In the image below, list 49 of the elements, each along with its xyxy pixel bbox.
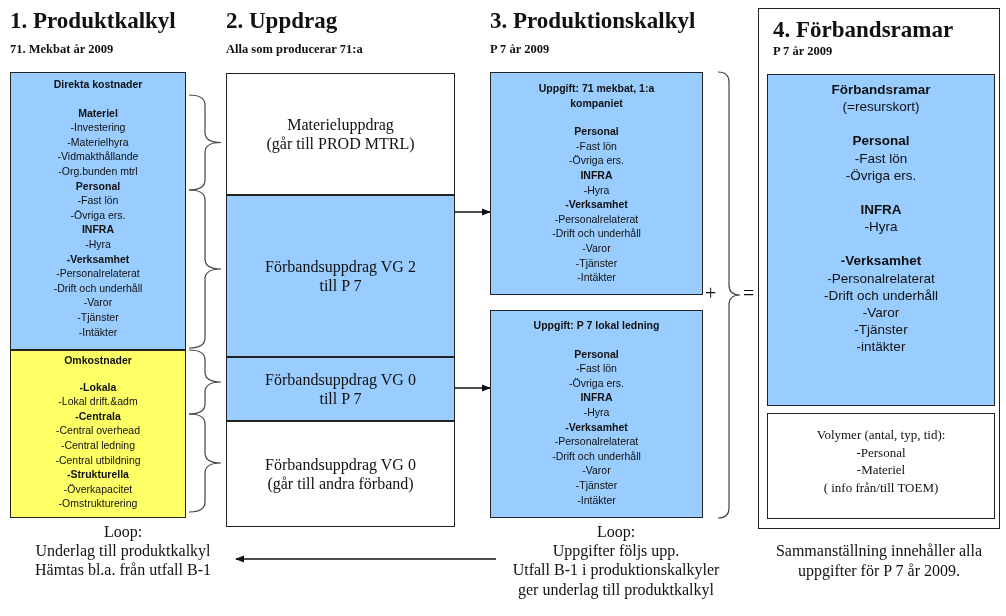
column-heading: 3. Produktionskalkyl — [490, 8, 696, 34]
task-box — [490, 310, 703, 518]
plus-sign: + — [705, 282, 717, 305]
column-subheading: P 7 år 2009 — [490, 42, 550, 57]
box-label: Förbandsuppdrag VG 0 till P 7 — [264, 369, 417, 409]
item-list: Personal -Fast lön -Övriga ers. INFRA -Hyra -Verksamhet -Personalrelaterat -Drift och underhåll -Varor -Tjänster -Intäkter — [552, 346, 641, 508]
frame-panel — [758, 8, 1000, 529]
box-heading: Uppgift: P 7 lokal ledning — [533, 318, 660, 333]
loop-heading: Loop: — [103, 522, 143, 542]
box-heading: Förbandsramar — [831, 81, 931, 99]
panel-subheading: P 7 år 2009 — [773, 43, 833, 59]
box-label: Förbandsuppdrag VG 2 till P 7 — [264, 256, 417, 296]
item-list: -Verksamhet -Personalrelaterat -Drift och underhåll -Varor -Tjänster -intäkter — [823, 252, 939, 356]
cost-box — [10, 72, 186, 350]
item-list: Personal -Fast lön -Övriga ers. — [845, 132, 917, 184]
item-list: -Lokala -Lokal drift.&adm -Centrala -Central overhead -Central ledning -Central utbildning -Strukturella -Överkapacitet -Omstrukturering — [55, 379, 141, 511]
arrow — [235, 555, 497, 563]
note-text: Uppgifter följs upp. — [552, 541, 680, 561]
overhead-box — [10, 350, 186, 518]
loop-heading: Loop: — [596, 522, 636, 542]
arrow — [454, 384, 491, 392]
assignment-box — [226, 421, 455, 527]
note-text: Underlag till produktkalkyl Hämtas bl.a. från utfall B-1 — [34, 541, 212, 580]
box-label: Förbandsuppdrag VG 0 (går till andra förband) — [265, 454, 416, 494]
volume-box — [767, 413, 995, 519]
note-text: Utfall B-1 i produktionskalkyler ger underlag till produktkalkyl — [511, 560, 721, 599]
item-list: (=resurskort) — [842, 98, 920, 116]
box-heading: Direkta kostnader — [53, 77, 143, 92]
column-subheading: 71. Mekbat år 2009 — [10, 42, 114, 57]
box-heading: Uppgift: 71 mekbat, 1:a kompaniet — [537, 81, 656, 111]
summary-note: Sammanställning innehåller alla uppgifter för P 7 år 2009. — [774, 541, 984, 581]
equals-sign: = — [743, 282, 755, 305]
column-heading: 2. Uppdrag — [226, 8, 338, 34]
item-list: INFRA -Hyra — [860, 201, 902, 236]
assignment-box — [226, 73, 455, 195]
frame-box — [767, 74, 995, 406]
assignment-box — [226, 357, 455, 421]
assignment-box — [226, 195, 455, 357]
box-heading: Omkostnader — [64, 353, 132, 368]
item-list: ( info från/till TOEM) — [823, 478, 939, 496]
item-list: Volymer (antal, typ, tid): -Personal -Materiel — [816, 426, 946, 479]
item-list: Materiel -Investering -Materielhyra -Vidmakthållande -Org.bunden mtrl Personal -Fast lön -Övriga ers. INFRA -Hyra -Verksamhet -Personalrelaterat -Drift och underhåll -Varor -Tjänster -Intäkter — [53, 105, 143, 340]
column-heading: 1. Produktkalkyl — [10, 8, 176, 34]
box-label: Materieluppdrag (går till PROD MTRL) — [266, 114, 415, 154]
item-list: Personal -Fast lön -Övriga ers. INFRA -Hyra -Verksamhet -Personalrelaterat -Drift och underhåll -Varor -Tjänster -Intäkter — [552, 124, 641, 285]
column-subheading: Alla som producerar 71:a — [226, 42, 363, 57]
arrow — [454, 208, 491, 216]
panel-heading: 4. Förbandsramar — [773, 17, 954, 43]
task-box — [490, 72, 703, 295]
